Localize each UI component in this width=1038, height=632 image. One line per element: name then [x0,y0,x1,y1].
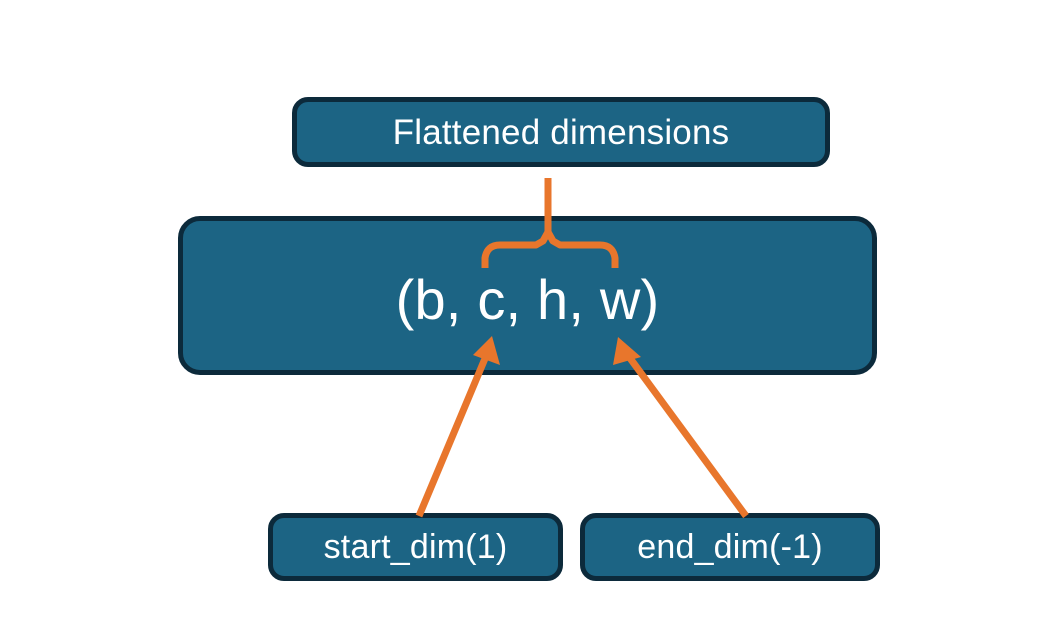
node-tensor-shape-label: (b, c, h, w) [395,267,660,331]
node-end-dim-label: end_dim(-1) [637,528,823,566]
node-flattened-dimensions[interactable]: Flattened dimensions [292,97,830,167]
node-start-dim-label: start_dim(1) [323,528,508,566]
node-start-dim[interactable]: start_dim(1) [268,513,563,581]
node-end-dim[interactable]: end_dim(-1) [580,513,880,581]
node-tensor-shape[interactable]: (b, c, h, w) [178,216,877,375]
node-flattened-dimensions-label: Flattened dimensions [392,112,730,152]
